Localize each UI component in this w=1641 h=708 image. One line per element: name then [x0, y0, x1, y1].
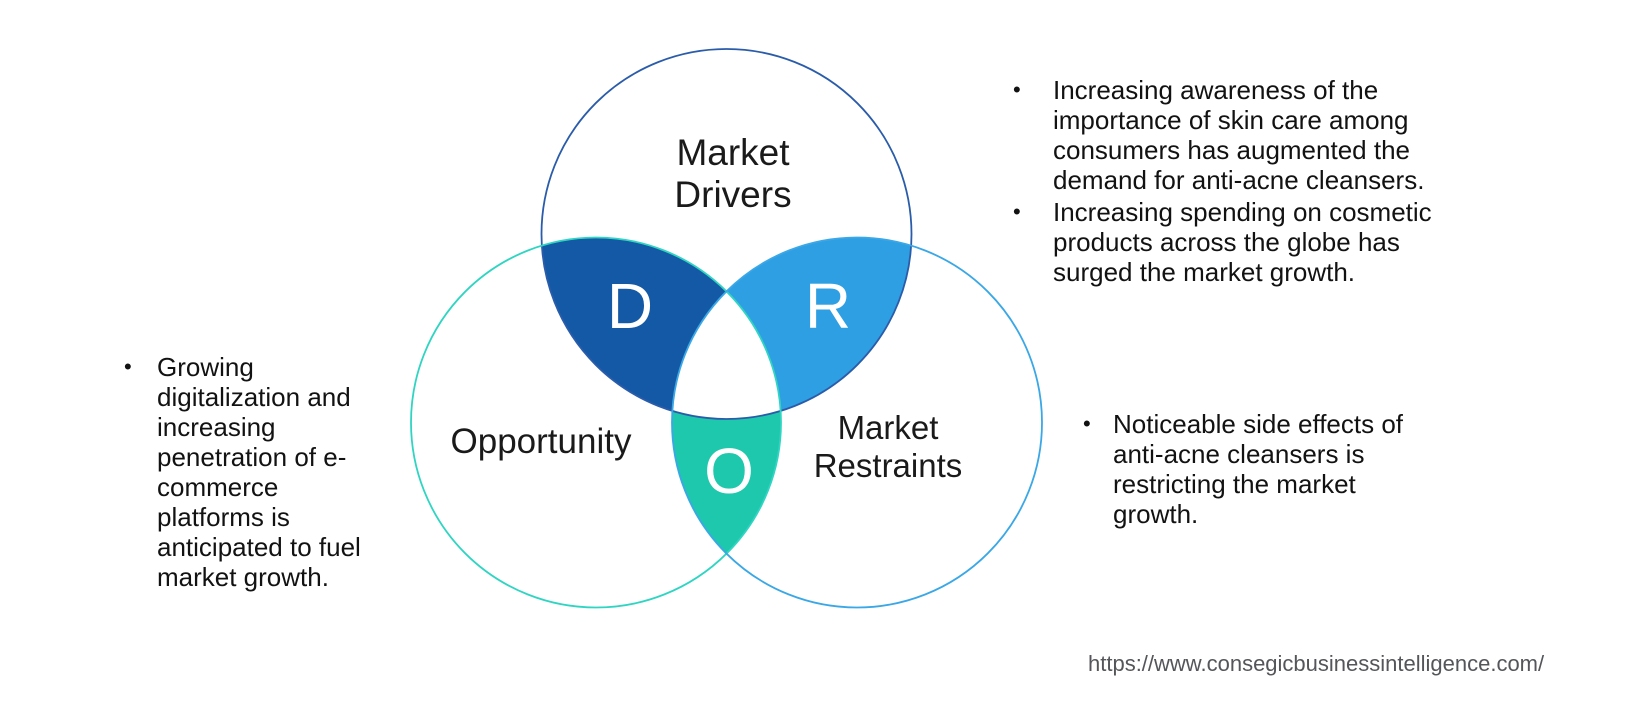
list-item: • Increasing spending on cosmetic produc…	[1007, 197, 1443, 287]
restraints-bullet-list: • Noticeable side effects of anti-acne c…	[1077, 409, 1413, 529]
market-restraints-label-line2: Restraints	[813, 447, 963, 484]
letter-r: R	[805, 270, 851, 342]
opportunity-bullet-list: • Growing digitalization and increasing …	[118, 352, 372, 592]
bullet-text: Increasing spending on cosmetic products…	[1053, 197, 1432, 287]
petal-opportunity-o	[672, 411, 781, 553]
bullet-icon: •	[1013, 199, 1021, 224]
bullet-text: Increasing awareness of the importance o…	[1053, 75, 1425, 195]
market-drivers-label-line2: Drivers	[674, 174, 792, 215]
drivers-bullet-list: • Increasing awareness of the importance…	[1007, 75, 1443, 287]
letter-o: O	[704, 435, 754, 507]
source-url-link[interactable]: https://www.consegicbusinessintelligence…	[1088, 651, 1545, 676]
market-restraints-label: Market Restraints	[788, 409, 988, 485]
circle-opportunity	[410, 236, 782, 609]
list-item: • Growing digitalization and increasing …	[118, 352, 372, 592]
opportunity-label: Opportunity	[450, 422, 632, 461]
market-drivers-label-line1: Market	[676, 132, 790, 173]
list-item: • Noticeable side effects of anti-acne c…	[1077, 409, 1413, 529]
bullet-icon: •	[124, 354, 132, 379]
circle-market-restraints	[671, 236, 1043, 609]
bullet-text: Noticeable side effects of anti-acne cle…	[1113, 409, 1404, 529]
bullet-text: Growing digitalization and increasing pe…	[157, 352, 361, 592]
letter-d: D	[607, 270, 653, 342]
circle-market-drivers	[540, 48, 913, 420]
list-item: • Increasing awareness of the importance…	[1007, 75, 1443, 195]
bullet-icon: •	[1013, 77, 1021, 102]
market-drivers-label: Market Drivers	[633, 132, 833, 216]
bullet-icon: •	[1083, 411, 1091, 436]
market-restraints-label-line1: Market	[837, 409, 939, 446]
